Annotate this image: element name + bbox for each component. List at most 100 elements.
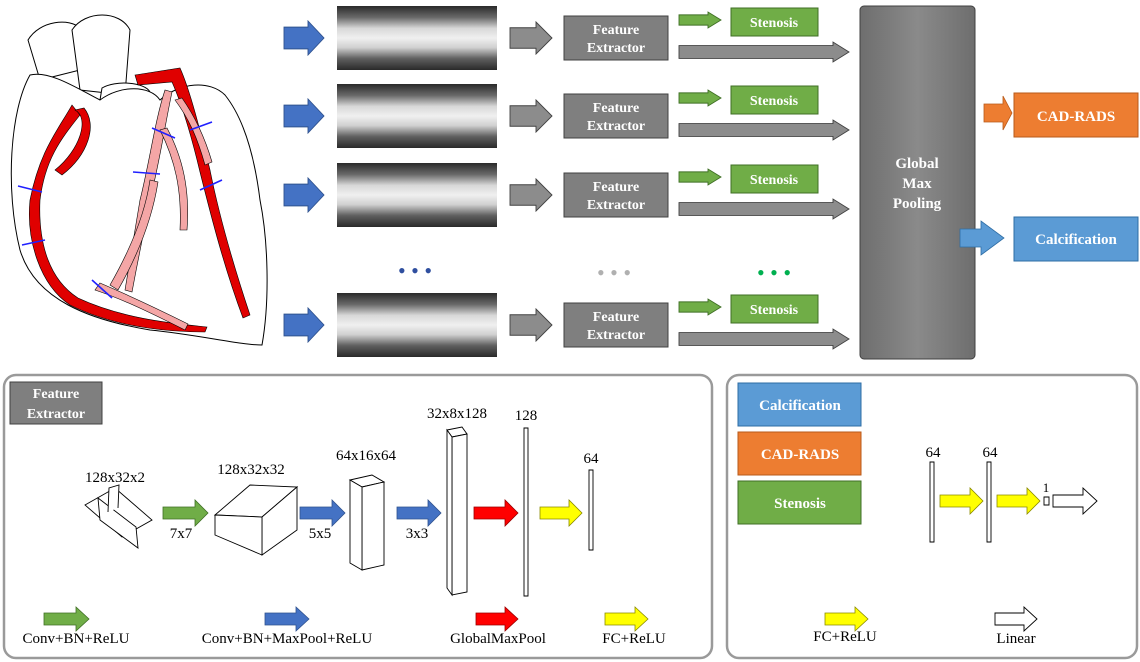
volume-128x32x32 (213, 484, 299, 556)
head-dim-1: 64 (926, 445, 942, 461)
calcification-box (1013, 216, 1139, 262)
head-dim-2: 64 (983, 445, 999, 461)
head-fc-arrow-1 (939, 487, 984, 515)
panel-title-1: Feature (33, 387, 79, 402)
feature-extractor-panel: Feature Extractor 128 (2, 373, 714, 660)
feature-extractor-box-2 (563, 93, 669, 139)
ellipsis-stenosis: • • • (757, 260, 791, 285)
stenosis-arrow-1 (678, 11, 722, 29)
ellipsis-images: • • • (398, 258, 432, 283)
volume-128x32x2 (84, 484, 153, 549)
prediction-heads-panel: Calcification CAD-RADS Stenosis 64 64 1 … (725, 373, 1139, 660)
dim-label-3: 64x16x64 (336, 448, 397, 464)
head-vector-64-b (986, 461, 992, 543)
blue-conv-arrow-1 (299, 499, 346, 527)
panel-title-2: Extractor (27, 407, 85, 422)
feature-extractor-label2-4: Extractor (587, 328, 645, 343)
stenosis-arrow-3 (678, 168, 722, 186)
stenosis-box-4 (730, 294, 819, 324)
ellipsis-extractors: • • • (597, 260, 631, 285)
legend-conv-maxpool: Conv+BN+MaxPool+ReLU (202, 631, 373, 647)
dim-label-1: 128x32x2 (85, 470, 145, 486)
feature-extractor-label-1: Feature (593, 23, 639, 38)
head-stenosis-label: Stenosis (774, 496, 826, 512)
stenosis-box-1 (730, 7, 819, 37)
head-linear-arrow (1052, 486, 1098, 516)
volume-32x8x128 (446, 426, 468, 597)
cross-section-image-3 (337, 163, 497, 227)
feature-extractor-box-4 (563, 302, 669, 348)
head-stenosis-box (737, 480, 862, 525)
orange-arrow (983, 95, 1013, 131)
extractor-arrow-1 (509, 20, 553, 56)
head-fc-arrow-2 (996, 487, 1041, 515)
kernel-label-1: 7x7 (170, 526, 193, 542)
input-arrow-4 (283, 306, 325, 344)
blue-output-arrow (959, 220, 1005, 256)
stenosis-box-3 (730, 164, 819, 194)
calcification-label: Calcification (1035, 232, 1117, 248)
feature-extractor-label2-3: Extractor (587, 198, 645, 213)
head-legend-fc-relu: FC+ReLU (813, 629, 877, 645)
head-output-unit (1043, 496, 1050, 506)
vector-128 (523, 427, 529, 597)
dim-label-4: 32x8x128 (427, 406, 487, 422)
pooling-label-1: Global (895, 156, 938, 172)
kernel-label-3: 3x3 (406, 526, 429, 542)
global-max-pooling-box: Global Max Pooling (859, 5, 976, 360)
input-arrow-3 (283, 176, 325, 214)
feature-extractor-label2-1: Extractor (587, 41, 645, 56)
head-legend-linear: Linear (996, 631, 1035, 647)
head-cad-rads-label: CAD-RADS (761, 447, 839, 463)
stenosis-arrow-4 (678, 298, 722, 316)
feature-extractor-label-4: Feature (593, 310, 639, 325)
legend-fc-relu: FC+ReLU (602, 631, 666, 647)
pooling-arrow-2 (678, 119, 850, 141)
vector-64 (588, 469, 594, 551)
pooling-arrow-1 (678, 41, 850, 63)
head-calcification-box (737, 382, 862, 427)
feature-extractor-label-3: Feature (593, 180, 639, 195)
green-conv-arrow (162, 499, 209, 527)
blue-conv-arrow-2 (396, 499, 442, 527)
legend-global-max-pool: GlobalMaxPool (450, 631, 546, 647)
pooling-label-2: Max (902, 176, 932, 192)
stenosis-label-3: Stenosis (750, 173, 799, 188)
head-cad-rads-box (737, 431, 862, 476)
legend-yellow-arrow (604, 606, 649, 632)
pipeline-rows: FeatureExtractorStenosisFeatureExtractor… (283, 6, 850, 357)
volume-64x16x64 (348, 474, 386, 571)
head-dim-3: 1 (1043, 480, 1050, 495)
legend-blue-arrow (264, 606, 310, 632)
legend-green-arrow (43, 606, 90, 632)
stenosis-label-1: Stenosis (750, 16, 799, 31)
pooling-arrow-4 (678, 328, 850, 350)
head-legend-white-arrow (994, 605, 1038, 633)
dim-label-2: 128x32x32 (217, 462, 285, 478)
red-pool-arrow (473, 499, 519, 527)
head-vector-64-a (929, 461, 935, 543)
legend-conv-bn-relu: Conv+BN+ReLU (23, 631, 130, 647)
stenosis-box-2 (730, 85, 819, 115)
dim-label-5: 128 (515, 408, 538, 424)
head-calcification-label: Calcification (759, 398, 841, 414)
dim-label-6: 64 (584, 451, 600, 467)
feature-extractor-label-2: Feature (593, 101, 639, 116)
cross-section-image-2 (337, 84, 497, 148)
yellow-fc-arrow (539, 499, 583, 527)
extractor-arrow-3 (509, 177, 553, 213)
heart-illustration (10, 14, 268, 346)
stenosis-label-2: Stenosis (750, 94, 799, 109)
feature-extractor-box-1 (563, 15, 669, 61)
input-arrow-1 (283, 19, 325, 57)
input-arrow-2 (283, 97, 325, 135)
extractor-arrow-4 (509, 307, 553, 343)
cad-rads-label: CAD-RADS (1037, 109, 1115, 125)
pooling-label-3: Pooling (893, 196, 942, 212)
extractor-arrow-2 (509, 98, 553, 134)
pooling-arrow-3 (678, 198, 850, 220)
cross-section-image-4 (337, 293, 497, 357)
stenosis-label-4: Stenosis (750, 303, 799, 318)
